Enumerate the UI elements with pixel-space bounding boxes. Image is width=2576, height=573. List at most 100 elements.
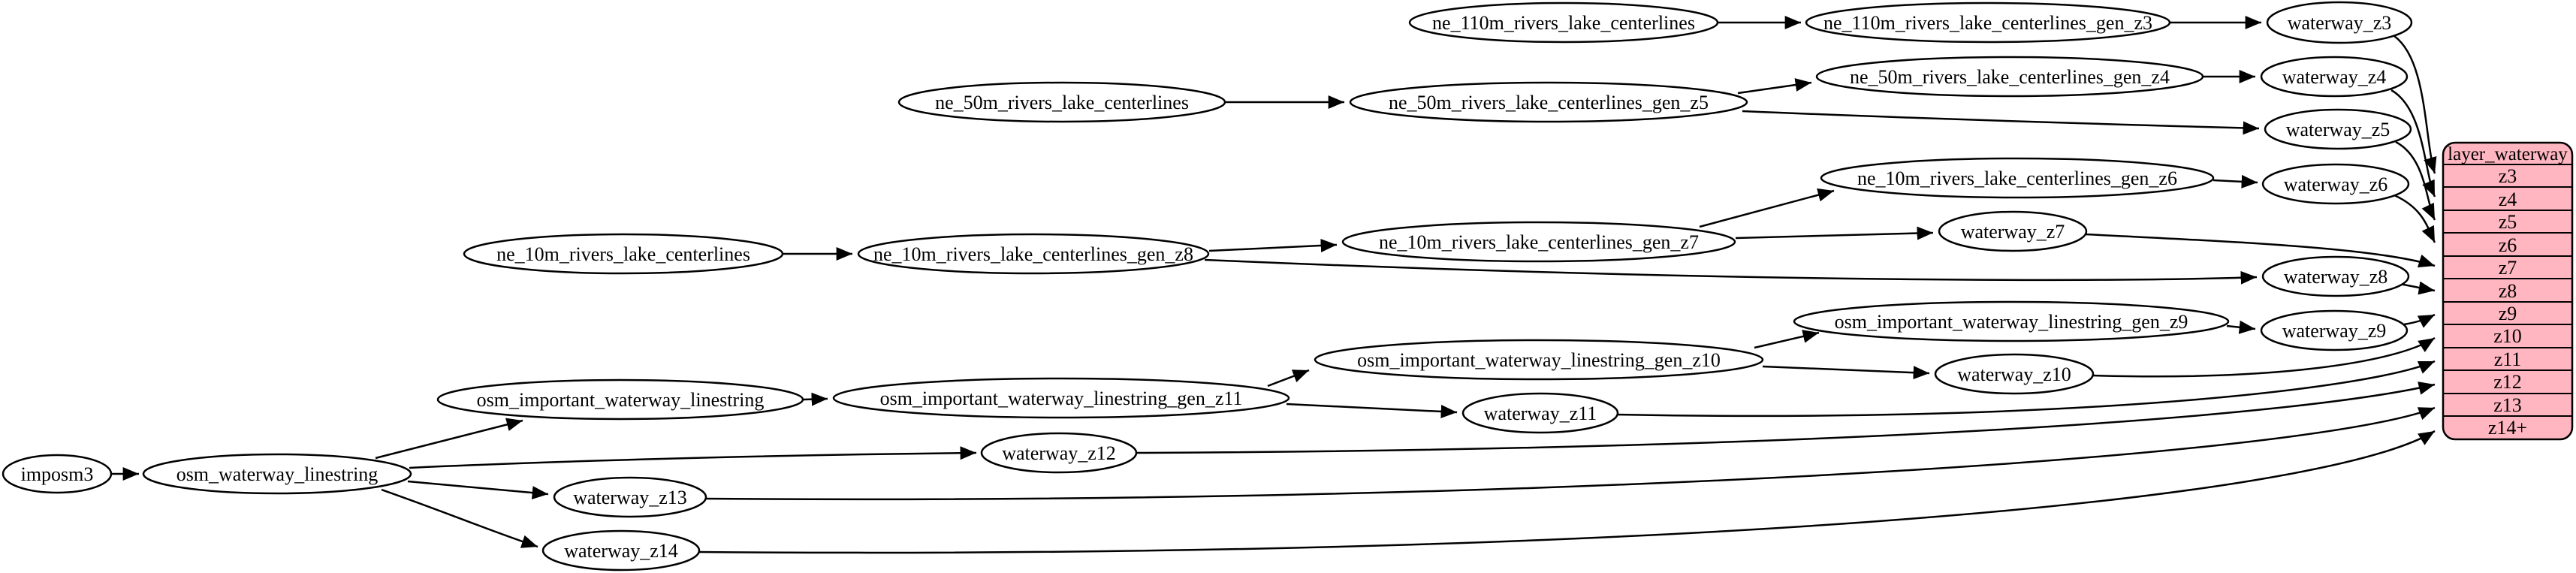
node-label: ne_50m_rivers_lake_centerlines_gen_z4 [1850, 66, 2170, 88]
layer-waterway-table: layer_waterway z3 z4 z5 z6 z7 z8 z9 z10 … [2442, 141, 2574, 441]
edge-gen_z6-to-waterway_z6 [2213, 174, 2258, 188]
node-label: waterway_z6 [2284, 173, 2388, 195]
edge-gen_z10-to-waterway_z10 [1762, 365, 1930, 380]
node-waterway_z11: waterway_z11 [1461, 392, 1619, 434]
node-label: waterway_z13 [573, 487, 687, 508]
table-row-z4: z4 [2499, 188, 2517, 210]
node-waterway_z6: waterway_z6 [2261, 163, 2410, 205]
node-label: ne_50m_rivers_lake_centerlines [935, 92, 1189, 113]
edge-waterway_z12-to-row-z12 [1135, 381, 2436, 454]
edge-waterway_z5-to-row-z5 [2395, 140, 2436, 221]
node-waterway_z12: waterway_z12 [980, 432, 1138, 474]
node-ne_10m_rivers_lake_centerlines: ne_10m_rivers_lake_centerlines [463, 233, 784, 275]
edge-osm_waterway_linestring-to-waterway_z12 [409, 446, 977, 469]
node-waterway_z8: waterway_z8 [2261, 255, 2410, 297]
edge-gen_z11-to-waterway_z11 [1286, 403, 1458, 418]
edge-waterway_z9-to-row-z9 [2403, 313, 2436, 328]
node-label: waterway_z12 [1002, 442, 1116, 464]
node-waterway_z7: waterway_z7 [1938, 210, 2088, 252]
node-label: ne_10m_rivers_lake_centerlines_gen_z7 [1379, 231, 1699, 253]
edge-gen_z11-to-gen_z10 [1267, 369, 1310, 388]
table-row-z7: z7 [2499, 257, 2517, 279]
node-osm_important_waterway_linestring_gen_z9: osm_important_waterway_linestring_gen_z9 [1793, 300, 2230, 342]
node-label: ne_10m_rivers_lake_centerlines_gen_z8 [873, 243, 1193, 265]
edge-waterway_z4-to-row-z4 [2390, 89, 2436, 198]
edge-waterway_z13-to-row-z13 [704, 406, 2436, 501]
node-label: osm_important_waterway_linestring_gen_z1… [880, 388, 1243, 409]
edge-osm_waterway_linestring-to-waterway_z14 [381, 488, 538, 548]
node-label: osm_important_waterway_linestring_gen_z1… [1357, 349, 1721, 371]
node-ne_10m_rivers_lake_centerlines_gen_z8: ne_10m_rivers_lake_centerlines_gen_z8 [857, 233, 1210, 275]
node-label: waterway_z4 [2282, 66, 2387, 88]
table-row-z11: z11 [2494, 348, 2522, 370]
node-waterway_z14: waterway_z14 [541, 529, 701, 571]
edge-gen_z10-to-gen_z9 [1754, 330, 1820, 349]
node-label: ne_110m_rivers_lake_centerlines_gen_z3 [1823, 12, 2152, 34]
node-label: waterway_z7 [1961, 221, 2065, 243]
edge-osm_important_waterway_linestring-to-gen_z11 [803, 392, 828, 406]
edges [112, 16, 2437, 554]
node-waterway_z3: waterway_z3 [2266, 1, 2413, 44]
node-ne_50m_rivers_lake_centerlines_gen_z5: ne_50m_rivers_lake_centerlines_gen_z5 [1349, 81, 1748, 123]
node-waterway_z5: waterway_z5 [2264, 108, 2412, 150]
edge-gen_z7-to-gen_z6 [1699, 188, 1835, 228]
node-label: imposm3 [21, 463, 94, 485]
node-label: waterway_z8 [2284, 266, 2388, 288]
node-waterway_z4: waterway_z4 [2260, 56, 2409, 98]
table-title: layer_waterway [2448, 144, 2568, 164]
node-label: waterway_z9 [2282, 320, 2387, 342]
edge-waterway_z7-to-row-z7 [2085, 233, 2436, 268]
node-ne_50m_rivers_lake_centerlines: ne_50m_rivers_lake_centerlines [897, 81, 1226, 123]
node-label: osm_important_waterway_linestring [477, 389, 765, 411]
node-ne_10m_rivers_lake_centerlines_gen_z6: ne_10m_rivers_lake_centerlines_gen_z6 [1820, 157, 2215, 199]
table-row-z10: z10 [2493, 325, 2522, 347]
node-osm_waterway_linestring: osm_waterway_linestring [142, 453, 412, 495]
node-waterway_z9: waterway_z9 [2260, 309, 2409, 351]
node-label: ne_110m_rivers_lake_centerlines [1432, 12, 1695, 34]
node-label: osm_important_waterway_linestring_gen_z9 [1835, 311, 2188, 333]
node-ne_110m_rivers_lake_centerlines: ne_110m_rivers_lake_centerlines [1408, 2, 1719, 44]
edge-osm_waterway_linestring-to-osm_important_waterway_linestring [375, 418, 523, 460]
edge-gen_z8-to-gen_z7 [1208, 239, 1338, 252]
table-row-z13: z13 [2493, 394, 2522, 416]
node-label: ne_10m_rivers_lake_centerlines [496, 243, 750, 265]
edge-gen_z5-to-waterway_z5 [1742, 110, 2260, 135]
node-osm_important_waterway_linestring_gen_z10: osm_important_waterway_linestring_gen_z1… [1314, 339, 1764, 381]
table-row-z8: z8 [2499, 280, 2517, 302]
node-label: ne_10m_rivers_lake_centerlines_gen_z6 [1857, 167, 2177, 189]
edge-gen_z8-to-waterway_z8 [1204, 258, 2258, 285]
node-label: waterway_z5 [2286, 119, 2390, 140]
edge-gen_z9-to-waterway_z9 [2226, 320, 2256, 334]
node-label: waterway_z10 [1957, 363, 2071, 385]
node-ne_10m_rivers_lake_centerlines_gen_z7: ne_10m_rivers_lake_centerlines_gen_z7 [1341, 221, 1736, 263]
table-row-z12: z12 [2493, 371, 2522, 393]
node-osm_important_waterway_linestring_gen_z11: osm_important_waterway_linestring_gen_z1… [832, 377, 1290, 419]
node-ne_50m_rivers_lake_centerlines_gen_z4: ne_50m_rivers_lake_centerlines_gen_z4 [1815, 56, 2204, 98]
edge-gen_z7-to-waterway_z7 [1735, 226, 1934, 240]
node-imposm3: imposm3 [2, 454, 113, 494]
table-row-z9: z9 [2499, 303, 2517, 324]
node-label: waterway_z3 [2288, 12, 2392, 34]
node-label: ne_50m_rivers_lake_centerlines_gen_z5 [1389, 92, 1709, 113]
table-row-z14: z14+ [2488, 417, 2527, 439]
edge-waterway_z3-to-row-z3 [2394, 35, 2437, 174]
edge-waterway_z10-to-row-z10 [2092, 336, 2436, 378]
node-waterway_z10: waterway_z10 [1934, 353, 2095, 395]
edge-waterway_z6-to-row-z6 [2394, 194, 2436, 243]
table-outline [2442, 141, 2574, 441]
table-row-z6: z6 [2499, 234, 2517, 256]
node-label: waterway_z14 [564, 540, 678, 562]
edge-gen_z5-to-gen_z4 [1737, 78, 1812, 95]
node-ne_110m_rivers_lake_centerlines_gen_z3: ne_110m_rivers_lake_centerlines_gen_z3 [1805, 2, 2171, 44]
node-label: osm_waterway_linestring [176, 463, 379, 485]
edge-waterway_z11-to-row-z11 [1616, 360, 2436, 418]
table-row-z3: z3 [2499, 165, 2517, 187]
node-waterway_z13: waterway_z13 [553, 476, 707, 518]
edge-waterway_z14-to-row-z14 [698, 430, 2436, 554]
table-row-z5: z5 [2499, 211, 2517, 233]
edge-osm_waterway_linestring-to-waterway_z13 [407, 480, 549, 500]
edge-waterway_z8-to-row-z8 [2399, 281, 2436, 295]
node-label: waterway_z11 [1484, 403, 1597, 424]
